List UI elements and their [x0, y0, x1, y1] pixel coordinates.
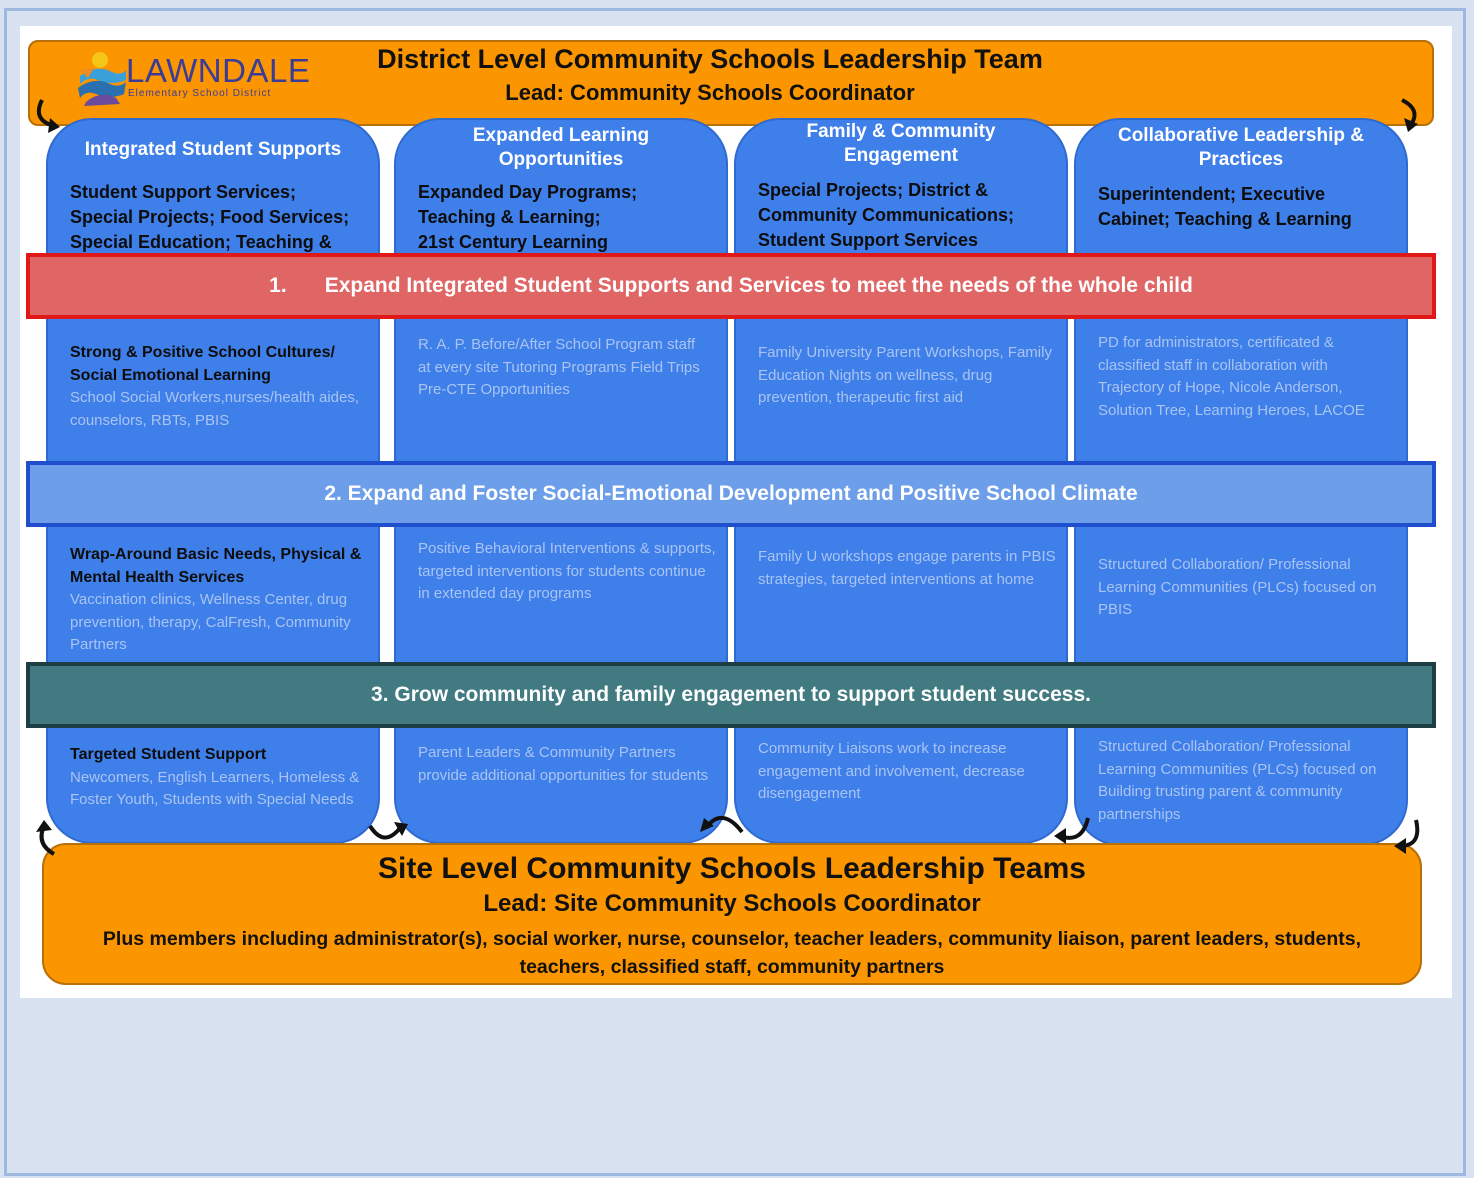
- goal-text: 2. Expand and Foster Social-Emotional De…: [324, 482, 1138, 505]
- column-subtitle-line: Student Support Services: [758, 230, 979, 250]
- cell-text: R. A. P. Before/After School Program sta…: [418, 336, 700, 398]
- cell-row2: Wrap-Around Basic Needs, Physical & Ment…: [70, 544, 368, 657]
- column-heading-line: Collaborative Leadership &: [1117, 125, 1364, 146]
- goal-band-3: 3. Grow community and family engagement …: [26, 662, 1436, 728]
- curved-arrow-icon: [1054, 817, 1090, 844]
- cell-text: Structured Collaboration/ Professional L…: [1098, 738, 1377, 823]
- column-subtitle: Student Support Services; Special Projec…: [70, 180, 364, 255]
- district-team-lead: Lead: Community Schools Coordinator: [505, 80, 915, 105]
- cell-text: PD for administrators, certificated & cl…: [1098, 334, 1365, 419]
- column-subtitle-line: Expanded Day Programs;: [418, 182, 638, 202]
- column-subtitle-line: Special Projects; District &: [758, 180, 989, 200]
- cell-row3: Parent Leaders & Community Partners prov…: [418, 742, 716, 787]
- column-heading: Family & Community Engagement: [736, 120, 1066, 168]
- cell-heading: Wrap-Around Basic Needs, Physical & Ment…: [70, 546, 362, 586]
- column-subtitle-line: Teaching & Learning;: [418, 207, 601, 227]
- logo-wordmark: LAWNDALE: [126, 52, 311, 89]
- cell-text: Parent Leaders & Community Partners prov…: [418, 744, 709, 784]
- cell-row2: Positive Behavioral Interventions & supp…: [418, 538, 716, 606]
- cell-heading: Targeted Student Support: [70, 746, 267, 763]
- column-subtitle: Special Projects; District & Community C…: [758, 178, 1052, 253]
- curved-arrow-icon: [1394, 819, 1420, 854]
- column-subtitle: Superintendent; Executive Cabinet; Teach…: [1098, 182, 1392, 232]
- column-subtitle-line: Community Communications;: [758, 205, 1015, 225]
- column-subtitle-line: Special Projects; Food Services;: [70, 207, 350, 227]
- cell-text: School Social Workers,nurses/health aide…: [70, 389, 360, 429]
- cell-text: Structured Collaboration/ Professional L…: [1098, 556, 1377, 618]
- column-heading-line: Practices: [1198, 149, 1284, 170]
- cell-text: Community Liaisons work to increase enga…: [758, 740, 1025, 802]
- column-heading-line: Opportunities: [498, 149, 624, 170]
- column-heading-line: Engagement: [843, 145, 959, 166]
- column-heading: Expanded Learning Opportunities: [396, 124, 726, 172]
- cell-text: Positive Behavioral Interventions & supp…: [418, 540, 716, 602]
- site-team-banner: [42, 843, 1422, 985]
- curved-arrow-icon: [36, 820, 56, 856]
- cell-row1: PD for administrators, certificated & cl…: [1098, 332, 1396, 422]
- goal-number: 1.: [269, 274, 287, 297]
- goal-band-2: 2. Expand and Foster Social-Emotional De…: [26, 461, 1436, 527]
- cell-row1: Family University Parent Workshops, Fami…: [758, 342, 1056, 410]
- site-team-title: Site Level Community Schools Leadership …: [378, 852, 1086, 885]
- district-team-banner: [28, 40, 1434, 126]
- column-subtitle: Expanded Day Programs; Teaching & Learni…: [418, 180, 712, 255]
- cell-row2: Structured Collaboration/ Professional L…: [1098, 554, 1396, 622]
- column-heading: Integrated Student Supports: [48, 138, 378, 162]
- cell-row2: Family U workshops engage parents in PBI…: [758, 546, 1056, 591]
- column-subtitle-line: 21st Century Learning: [418, 232, 609, 252]
- cell-row1: R. A. P. Before/After School Program sta…: [418, 334, 706, 402]
- cell-text: Vaccination clinics, Wellness Center, dr…: [70, 591, 351, 653]
- column-heading-line: Family & Community: [806, 121, 996, 142]
- cell-text: Newcomers, English Learners, Homeless & …: [70, 768, 360, 809]
- cell-row1: Strong & Positive School Cultures/ Socia…: [70, 342, 368, 432]
- curved-arrow-icon: [1401, 98, 1418, 132]
- site-team-members: Plus members including administrator(s),…: [102, 928, 1362, 978]
- curved-arrow-icon: [37, 99, 60, 133]
- cell-text: Family University Parent Workshops, Fami…: [758, 344, 1052, 406]
- cell-text: Family U workshops engage parents in PBI…: [758, 548, 1056, 588]
- logo-subtitle: Elementary School District: [128, 88, 272, 99]
- column-heading: Collaborative Leadership & Practices: [1076, 124, 1406, 172]
- goal-band-1: 1. Expand Integrated Student Supports an…: [26, 253, 1436, 319]
- district-team-title: District Level Community Schools Leaders…: [377, 44, 1043, 74]
- column-heading-line: Expanded Learning: [472, 125, 650, 146]
- cell-heading: Strong & Positive School Cultures/ Socia…: [70, 344, 335, 384]
- cell-row3: Community Liaisons work to increase enga…: [758, 738, 1056, 806]
- cell-row3: Targeted Student Support Newcomers, Engl…: [70, 744, 368, 812]
- column-heading-line: Integrated Student Supports: [84, 139, 342, 160]
- district-logo: LAWNDALE Elementary School District: [76, 48, 316, 108]
- goal-text: 3. Grow community and family engagement …: [371, 683, 1091, 706]
- column-subtitle-line: Student Support Services;: [70, 182, 297, 202]
- curved-arrow-icon: [700, 816, 744, 834]
- goal-text: Expand Integrated Student Supports and S…: [324, 274, 1193, 297]
- cell-row3: Structured Collaboration/ Professional L…: [1098, 736, 1396, 826]
- column-subtitle-line: Cabinet; Teaching & Learning: [1098, 209, 1352, 229]
- column-subtitle-line: Superintendent; Executive: [1098, 184, 1326, 204]
- sunrise-logo-icon: [78, 52, 126, 106]
- column-subtitle-line: Special Education; Teaching &: [70, 232, 332, 252]
- site-team-lead: Lead: Site Community Schools Coordinator: [483, 890, 981, 917]
- curved-arrow-icon: [368, 822, 408, 840]
